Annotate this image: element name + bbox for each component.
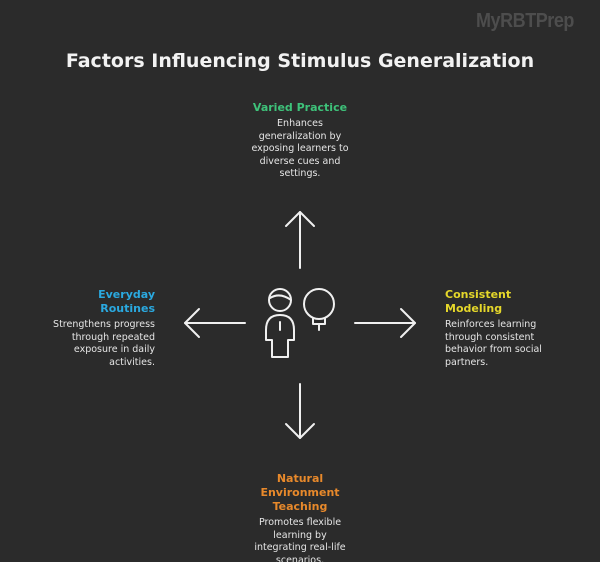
node-description: Strengthens progress through repeated ex…: [53, 319, 155, 368]
diagram-title: Factors Influencing Stimulus Generalizat…: [65, 50, 535, 72]
person-icon: [265, 288, 295, 358]
arrow-up-icon: [285, 211, 315, 269]
node-title: Consistent Modeling: [445, 288, 512, 315]
arrow-right-icon: [354, 308, 416, 338]
node-description: Promotes flexible learning by integratin…: [254, 517, 346, 562]
arrow-left-icon: [184, 308, 246, 338]
node-description: Enhances generalization by exposing lear…: [251, 118, 349, 179]
node-everyday-routines: Everyday Routines Strengthens progress t…: [40, 288, 155, 369]
node-title: Everyday Routines: [98, 288, 155, 315]
lightbulb-icon: [303, 288, 335, 331]
node-title: Varied Practice: [252, 101, 348, 114]
node-consistent-modeling: Consistent Modeling Reinforces learning …: [445, 288, 555, 369]
node-description: Reinforces learning through consistent b…: [445, 319, 542, 368]
node-varied-practice: Varied Practice Enhances generalization …: [235, 101, 365, 181]
arrow-down-icon: [285, 383, 315, 439]
node-title: Natural Environment Teaching: [260, 472, 340, 513]
watermark: MyRBTPrep: [476, 10, 574, 32]
node-natural-environment-teaching: Natural Environment Teaching Promotes fl…: [240, 472, 360, 562]
